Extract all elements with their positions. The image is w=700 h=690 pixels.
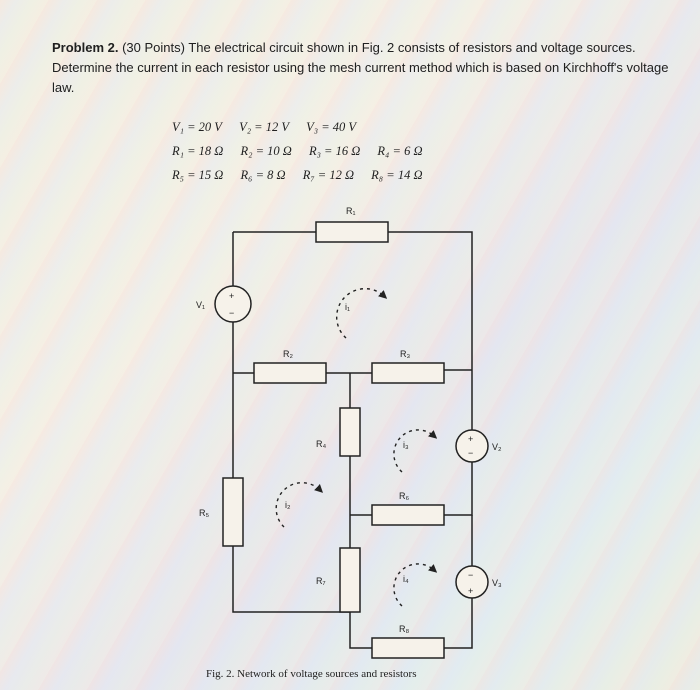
- problem-points: (30 Points): [122, 40, 185, 55]
- resistor-r4: [339, 407, 361, 457]
- label-r3: R₃: [400, 349, 410, 359]
- label-i3: i₃: [403, 440, 409, 450]
- param-row-voltages: V₁ = 20 V V₂ = 12 V V₃ = 40 V: [172, 115, 437, 139]
- param-r7: R₇ = 12 Ω: [302, 168, 355, 182]
- param-r6: R₆ = 8 Ω: [240, 168, 286, 182]
- resistor-r5: [222, 477, 244, 547]
- param-r3: R₃ = 16 Ω: [308, 144, 361, 158]
- label-v2: V₂: [492, 442, 502, 452]
- v1-plus-sign: +: [229, 291, 234, 301]
- v2-plus-sign: +: [468, 434, 473, 444]
- problem-heading: Problem 2.: [52, 40, 119, 55]
- source-v1: [214, 285, 252, 323]
- label-r7: R₇: [316, 576, 326, 586]
- source-v2: [455, 429, 489, 463]
- resistor-r1: [315, 221, 389, 243]
- param-row-resistors-a: R₁ = 18 Ω R₂ = 10 Ω R₃ = 16 Ω R₄ = 6 Ω: [172, 139, 437, 163]
- param-v1: V₁ = 20 V: [172, 120, 222, 134]
- resistor-r3: [371, 362, 445, 384]
- label-r5: R₅: [199, 508, 209, 518]
- resistor-r2: [253, 362, 327, 384]
- problem-statement: Problem 2. (30 Points) The electrical ci…: [52, 38, 672, 98]
- resistor-r6: [371, 504, 445, 526]
- label-v3: V₃: [492, 578, 502, 588]
- label-i1: i₁: [345, 302, 350, 312]
- resistors: [222, 221, 445, 659]
- mesh-arrow-i2: [275, 481, 324, 528]
- v2-minus-sign: −: [468, 448, 473, 458]
- label-r4: R₄: [316, 439, 326, 449]
- param-v3: V₃ = 40 V: [306, 120, 357, 134]
- v1-minus-sign: −: [229, 308, 234, 318]
- label-r1: R₁: [346, 206, 356, 216]
- param-r4: R₄ = 6 Ω: [377, 144, 423, 158]
- mesh-arrow-i3: [393, 429, 438, 473]
- param-r8: R₈ = 14 Ω: [371, 168, 423, 182]
- parameter-list: V₁ = 20 V V₂ = 12 V V₃ = 40 V R₁ = 18 Ω …: [172, 115, 437, 187]
- label-r6: R₆: [399, 491, 409, 501]
- label-r8: R₈: [399, 624, 409, 634]
- problem-text: The electrical circuit shown in Fig. 2 c…: [52, 40, 669, 95]
- param-row-resistors-b: R₅ = 15 Ω R₆ = 8 Ω R₇ = 12 Ω R₈ = 14 Ω: [172, 163, 437, 187]
- label-i4: i₄: [403, 574, 409, 584]
- label-v1: V₁: [196, 300, 205, 310]
- mesh-currents: [275, 287, 438, 607]
- source-v3: [455, 565, 489, 599]
- param-v2: V₂ = 12 V: [239, 120, 289, 134]
- label-i2: i₂: [285, 500, 291, 510]
- mesh-arrow-i1: [336, 287, 388, 339]
- resistor-r7: [339, 547, 361, 613]
- circuit-wires: [232, 231, 473, 649]
- voltage-sources: [214, 285, 489, 599]
- mesh-arrow-i4: [393, 563, 438, 607]
- param-r1: R₁ = 18 Ω: [172, 144, 224, 158]
- param-r2: R₂ = 10 Ω: [240, 144, 292, 158]
- v3-minus-sign: −: [468, 570, 473, 580]
- label-r2: R₂: [283, 349, 293, 359]
- resistor-r8: [371, 637, 445, 659]
- figure-caption: Fig. 2. Network of voltage sources and r…: [206, 668, 417, 680]
- param-r5: R₅ = 15 Ω: [172, 168, 224, 182]
- v3-plus-sign: +: [468, 586, 473, 596]
